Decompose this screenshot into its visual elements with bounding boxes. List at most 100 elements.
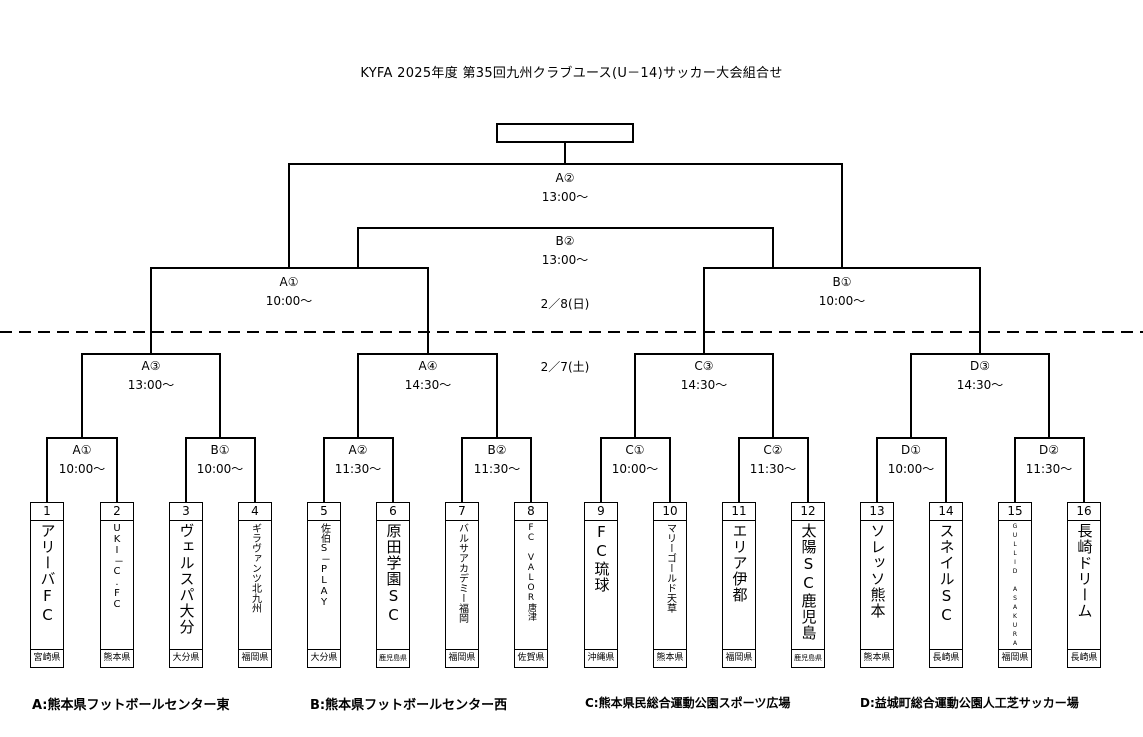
match-r1-2: B① 10:00～ (160, 443, 280, 476)
team-prefecture: 鹿児島県 (792, 649, 824, 667)
final-b-bracket (357, 227, 774, 268)
venue-d: D:益城町総合運動公園人工芝サッカー場 (860, 696, 1079, 710)
team-name-wrap: スネイルSC (930, 523, 962, 647)
team-name-wrap: ソレッソ熊本 (861, 523, 893, 647)
match-label: C① (625, 443, 645, 457)
match-r1-7: D① 10:00～ (851, 443, 971, 476)
r1-2-bracket (185, 437, 256, 502)
team-name: 長崎ドリーム (1075, 523, 1094, 619)
match-label: A① (279, 275, 299, 289)
match-r1-6: C② 11:30～ (713, 443, 833, 476)
match-label: A② (348, 443, 368, 457)
team-number: 8 (515, 503, 547, 521)
team-number: 10 (654, 503, 686, 521)
match-label: B① (210, 443, 230, 457)
team-card: 10 マリーゴールド天草 熊本県 (653, 502, 687, 668)
team-name-wrap: FC琉球 (585, 523, 617, 647)
team-card: 4 ギラヴァンツ北九州 福岡県 (238, 502, 272, 668)
team-name-wrap: 太陽SC鹿児島 (792, 523, 824, 647)
match-label: B② (555, 234, 575, 248)
team-card: 15 GULLID ASAKURA 福岡県 (998, 502, 1032, 668)
qf1-bracket (81, 353, 221, 438)
team-name: FC VALOR唐津 (526, 523, 536, 621)
match-label: A④ (418, 359, 438, 373)
team-name-wrap: ヴェルスパ大分 (170, 523, 202, 647)
team-name: マリーゴールド天草 (664, 523, 676, 613)
semi-left-bracket (150, 267, 429, 354)
match-semi-left: A① 10:00～ (229, 275, 349, 308)
team-name: アリーバFC (38, 523, 57, 625)
match-qf2: A④ 14:30～ (368, 359, 488, 392)
team-card: 12 太陽SC鹿児島 鹿児島県 (791, 502, 825, 668)
team-number: 4 (239, 503, 271, 521)
match-time: 13:00～ (541, 253, 589, 267)
team-name-wrap: バルサアカデミー福岡 (446, 523, 478, 647)
team-number: 1 (31, 503, 63, 521)
match-time: 10:00～ (818, 294, 866, 308)
team-prefecture: 熊本県 (654, 649, 686, 667)
team-name-wrap: エリア伊都 (723, 523, 755, 647)
r1-7-bracket (876, 437, 947, 502)
qf3-bracket (634, 353, 774, 438)
r1-3-bracket (323, 437, 394, 502)
team-card: 5 佐伯S－PLAY 大分県 (307, 502, 341, 668)
match-label: D② (1039, 443, 1059, 457)
team-name-wrap: アリーバFC (31, 523, 63, 647)
match-time: 11:30～ (1025, 462, 1073, 476)
team-number: 6 (377, 503, 409, 521)
team-name-wrap: 佐伯S－PLAY (308, 523, 340, 647)
match-time: 10:00～ (611, 462, 659, 476)
r1-5-bracket (600, 437, 671, 502)
match-time: 10:00～ (196, 462, 244, 476)
r1-6-bracket (738, 437, 809, 502)
team-card: 9 FC琉球 沖縄県 (584, 502, 618, 668)
match-time: 11:30～ (473, 462, 521, 476)
team-name-wrap: マリーゴールド天草 (654, 523, 686, 647)
match-time: 13:00～ (127, 378, 175, 392)
team-number: 13 (861, 503, 893, 521)
team-prefecture: 長崎県 (1068, 649, 1100, 667)
qf4-bracket (910, 353, 1050, 438)
r1-1-bracket (46, 437, 118, 502)
venue-c: C:熊本県民総合運動公園スポーツ広場 (585, 696, 791, 710)
champion-box (496, 123, 634, 143)
team-prefecture: 福岡県 (723, 649, 755, 667)
r1-4-bracket (461, 437, 532, 502)
team-number: 16 (1068, 503, 1100, 521)
match-qf3: C③ 14:30～ (644, 359, 764, 392)
match-r1-5: C① 10:00～ (575, 443, 695, 476)
team-number: 12 (792, 503, 824, 521)
team-number: 3 (170, 503, 202, 521)
team-prefecture: 熊本県 (861, 649, 893, 667)
team-prefecture: 宮崎県 (31, 649, 63, 667)
match-label: B① (832, 275, 852, 289)
match-label: D① (901, 443, 921, 457)
match-qf1: A③ 13:00～ (91, 359, 211, 392)
team-name-wrap: UKI－C.FC (101, 523, 133, 647)
team-name: ギラヴァンツ北九州 (249, 523, 261, 613)
match-label: D③ (970, 359, 990, 373)
team-name-wrap: GULLID ASAKURA (999, 523, 1031, 649)
match-label: A① (72, 443, 92, 457)
team-name: エリア伊都 (730, 523, 749, 603)
match-label: C③ (694, 359, 714, 373)
team-prefecture: 佐賀県 (515, 649, 547, 667)
team-card: 11 エリア伊都 福岡県 (722, 502, 756, 668)
match-time: 10:00～ (58, 462, 106, 476)
match-semi-right: B① 10:00～ (782, 275, 902, 308)
page-title: KYFA 2025年度 第35回九州クラブユース(U－14)サッカー大会組合せ (360, 66, 783, 81)
team-prefecture: 沖縄県 (585, 649, 617, 667)
match-r1-8: D② 11:30～ (989, 443, 1109, 476)
team-card: 7 バルサアカデミー福岡 福岡県 (445, 502, 479, 668)
team-number: 14 (930, 503, 962, 521)
team-prefecture: 福岡県 (999, 649, 1031, 667)
match-time: 11:30～ (334, 462, 382, 476)
match-final-a: A② 13:00～ (505, 171, 625, 204)
match-time: 10:00～ (265, 294, 313, 308)
match-label: C② (763, 443, 783, 457)
match-label: B② (487, 443, 507, 457)
team-card: 13 ソレッソ熊本 熊本県 (860, 502, 894, 668)
match-time: 14:30～ (956, 378, 1004, 392)
